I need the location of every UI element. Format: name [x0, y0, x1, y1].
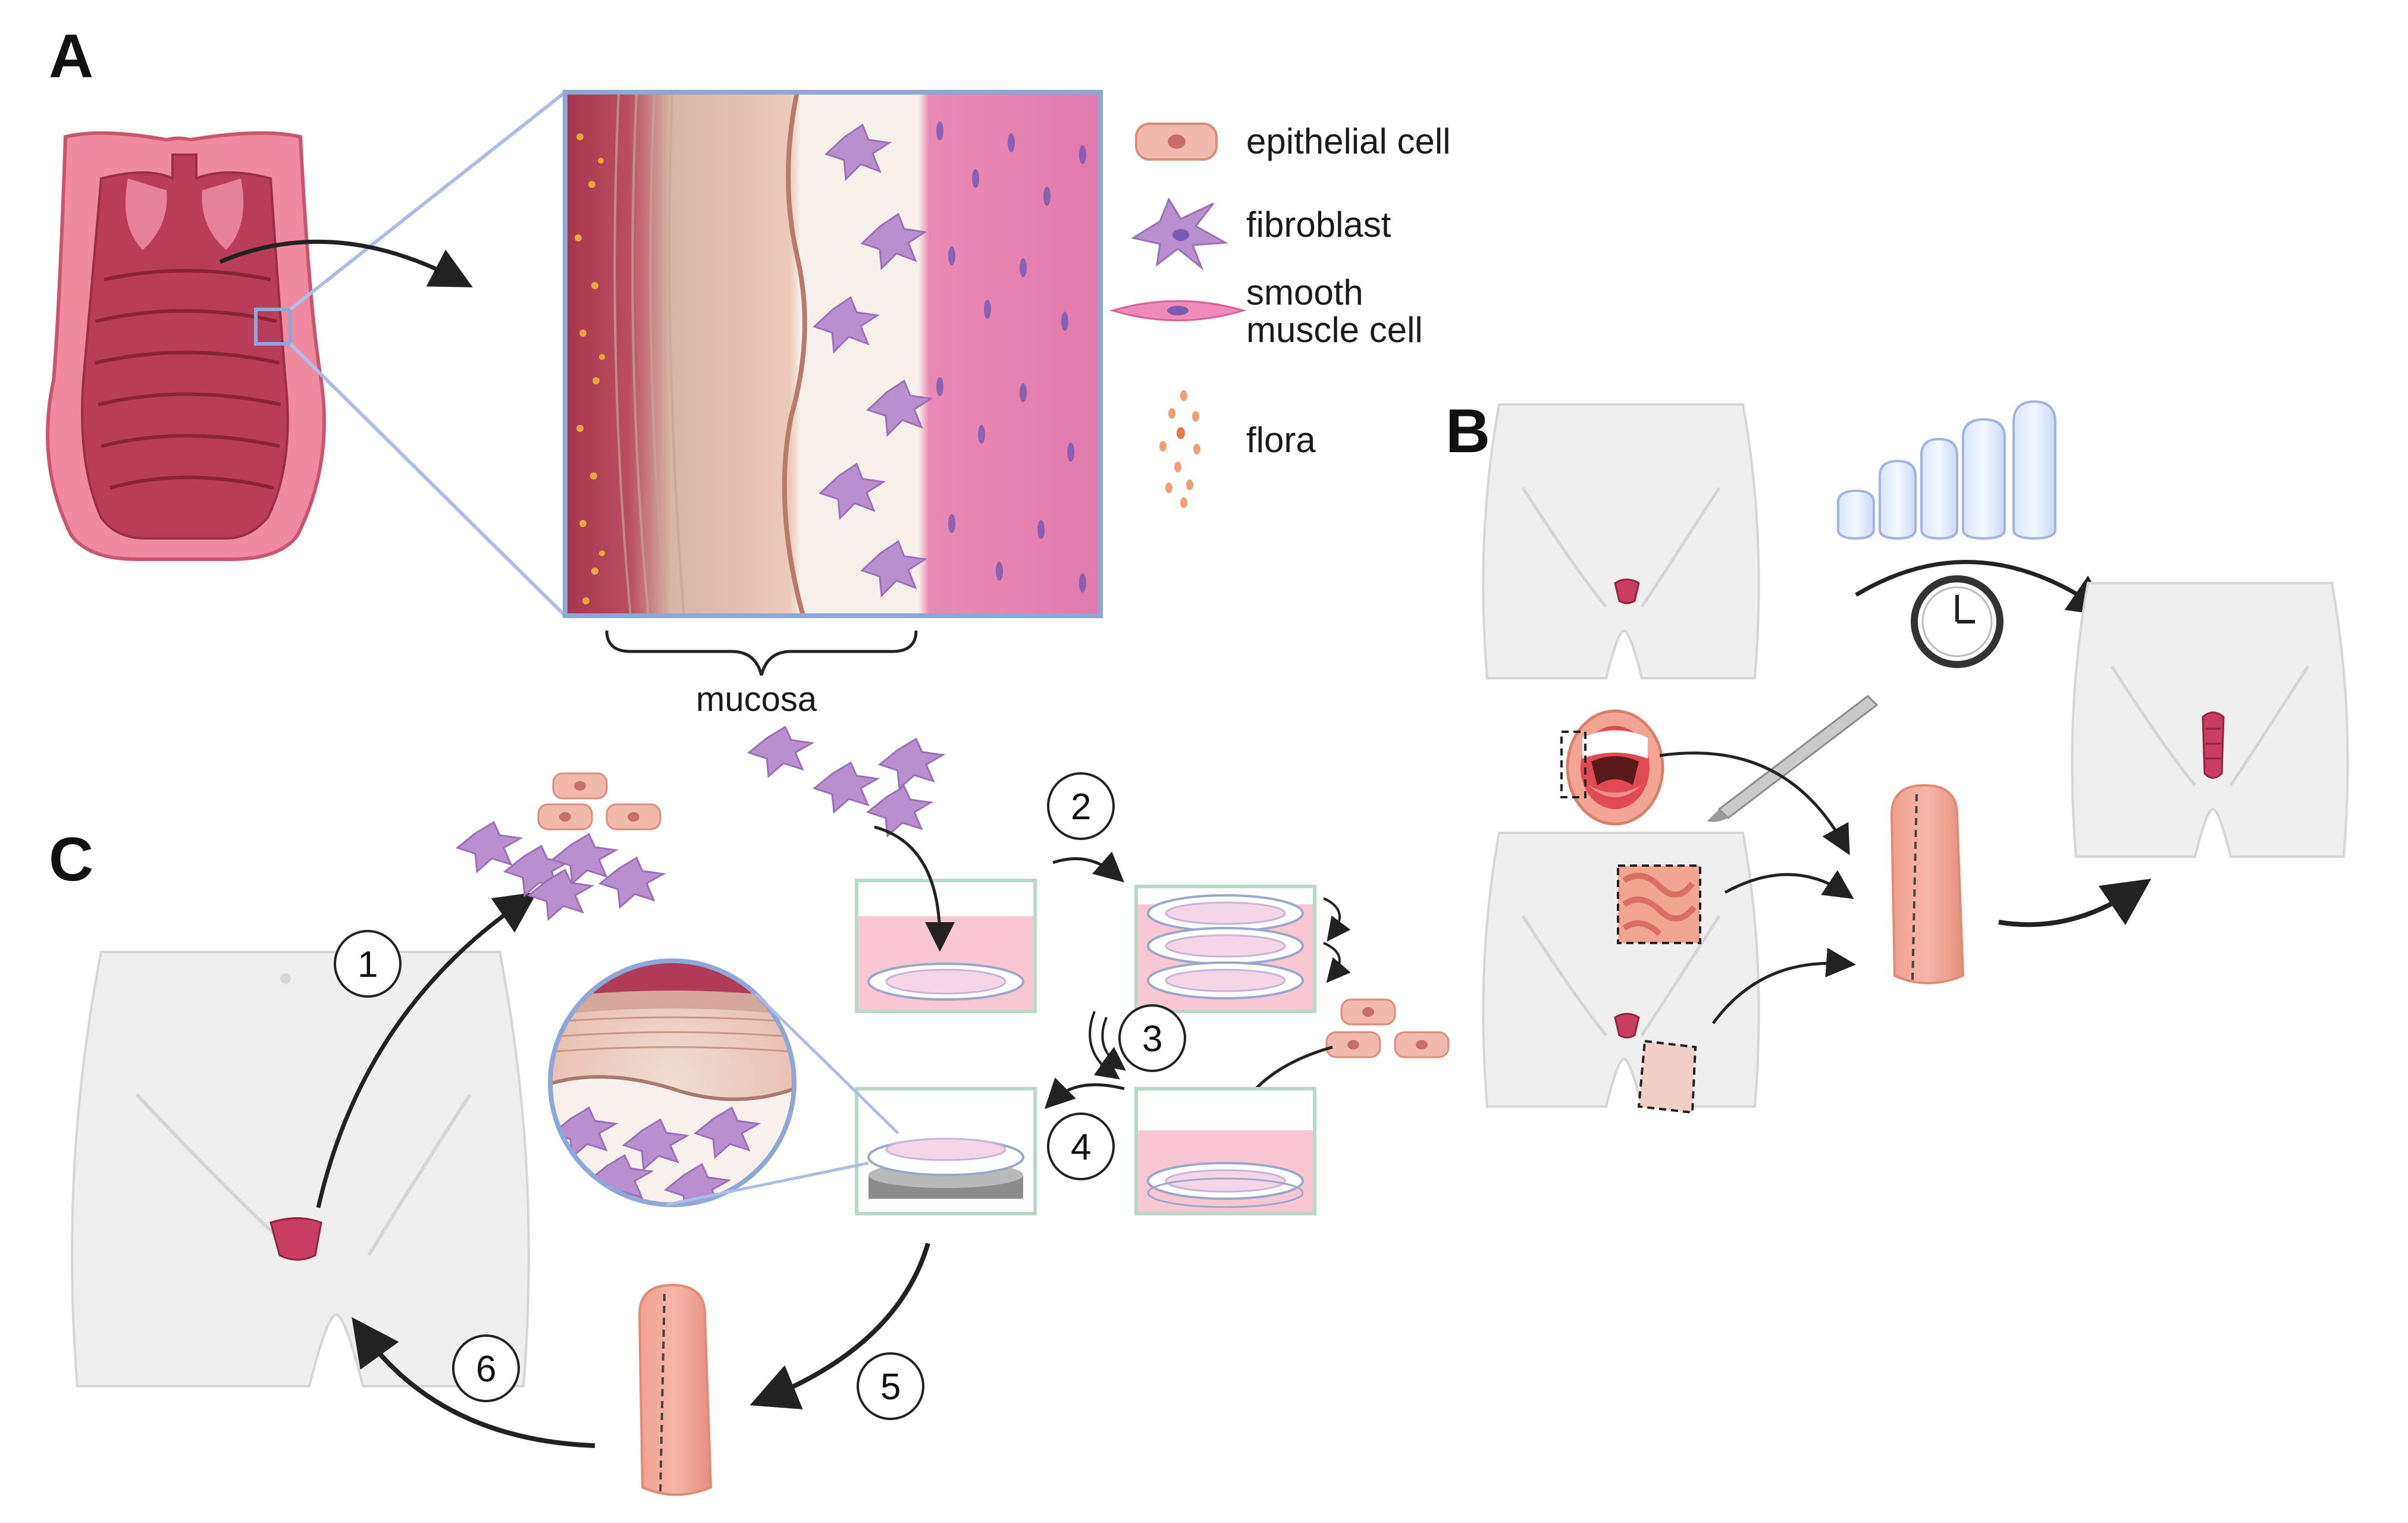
step-4-number: 4: [1071, 1127, 1091, 1168]
torso-b-preop: [1482, 403, 1760, 679]
flora-icon: [1159, 390, 1200, 508]
torso-b-postop: [2071, 582, 2349, 858]
step-3-number: 3: [1142, 1019, 1162, 1060]
step-4-badge: 4: [1047, 1113, 1115, 1180]
step-6-badge: 6: [452, 1334, 520, 1402]
clock-icon: [1911, 575, 2003, 668]
magnify-line-top: [754, 992, 899, 1135]
panel-label-a: A: [49, 22, 93, 91]
arrow-a-zoom: [219, 239, 473, 287]
arrow-b-mouth-graft: [1659, 751, 1850, 855]
mucosa-brace: [605, 630, 918, 676]
arrow-c-stack2: [1323, 942, 1351, 983]
arrow-c-step2: [1052, 851, 1124, 883]
arrow-c-seed-fibroblast: [874, 825, 955, 952]
tissue-magnification-circle: [548, 958, 797, 1207]
arrow-b-skin-graft: [1711, 947, 1856, 1024]
dilator-set: [1837, 400, 2056, 540]
arrow-c-step6: [352, 1317, 595, 1448]
tissue-cross-section: [563, 90, 1103, 618]
culture-well-2: [1134, 885, 1316, 1013]
torso-b-donor: [1482, 832, 1760, 1114]
legend-epithelial-label: epithelial cell: [1246, 121, 1451, 161]
harvested-cells: [455, 725, 946, 922]
arrow-c-biopsy: [316, 892, 538, 1208]
torso-c: [71, 951, 530, 1387]
skin-graft-icon: [1637, 1039, 1697, 1114]
panel-label-b: B: [1446, 397, 1490, 466]
step-6-number: 6: [476, 1349, 496, 1390]
vaginal-canal-anatomy: [46, 131, 326, 561]
arrow-b-intestine-graft: [1724, 870, 1854, 900]
arrow-b-dilation: [1855, 560, 2111, 616]
step-5-number: 5: [880, 1367, 901, 1408]
step-5-badge: 5: [857, 1352, 924, 1420]
legend-flora-label: flora: [1246, 420, 1316, 460]
fibroblast-icon: [1131, 197, 1229, 271]
zoom-line-top: [289, 90, 566, 311]
magnify-line-bottom: [666, 1161, 869, 1207]
step-1-number: 1: [358, 944, 378, 985]
arrow-c-step3-a: [1099, 1017, 1126, 1071]
culture-well-1: [855, 879, 1037, 1013]
legend-smooth-label-line2: muscle cell: [1246, 310, 1423, 350]
legend-smooth-label-line1: smooth: [1246, 272, 1363, 312]
intestine-graft-icon: [1617, 864, 1701, 944]
arrow-c-step4: [1044, 1077, 1125, 1110]
mucosa-label: mucosa: [696, 680, 817, 719]
culture-well-4: [855, 1087, 1037, 1215]
step-3-badge: 3: [1118, 1004, 1186, 1072]
arrow-c-step5: [750, 1242, 930, 1409]
legend: epithelial cell fibroblast smooth muscle…: [1109, 121, 1451, 508]
culture-well-3: [1134, 1087, 1316, 1215]
arrow-b-implant: [1998, 878, 2152, 927]
mouth-icon: [1560, 709, 1664, 826]
step-2-number: 2: [1071, 786, 1091, 828]
graft-tube-c: [638, 1283, 713, 1496]
graft-tube-b: [1890, 784, 1965, 985]
arrow-c-step3-b: [1089, 1011, 1120, 1080]
step-2-badge: 2: [1047, 772, 1115, 840]
scalpel-icon: [1707, 695, 1879, 822]
legend-fibroblast-label: fibroblast: [1246, 205, 1391, 245]
smooth-muscle-cell-icon: [1109, 300, 1247, 321]
panel-label-c: C: [49, 825, 93, 894]
step-1-badge: 1: [334, 930, 402, 998]
arrow-c-stack1: [1323, 897, 1351, 942]
zoom-line-bottom: [289, 342, 567, 618]
epithelial-cell-icon: [1135, 123, 1218, 161]
epithelial-cells-seed: [1325, 998, 1450, 1058]
